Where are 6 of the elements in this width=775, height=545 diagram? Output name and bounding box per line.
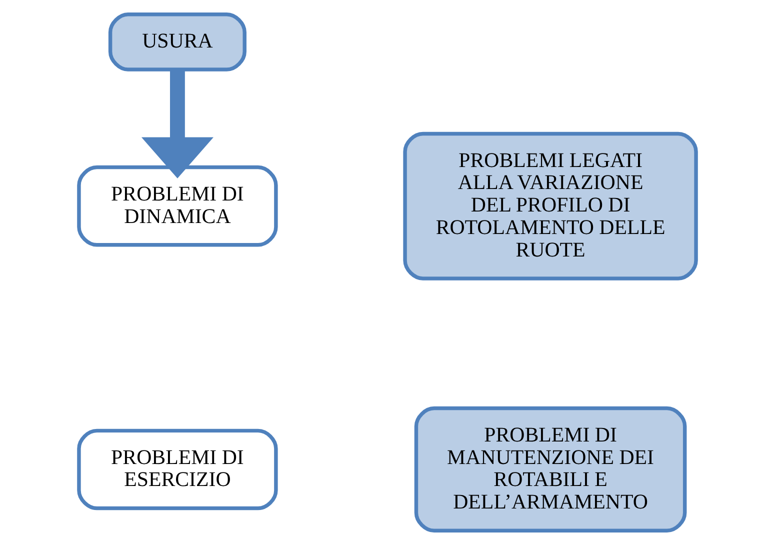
node-box: USURA: [108, 12, 246, 72]
node-box: PROBLEMI DI DINAMICA: [77, 165, 278, 247]
node-box: PROBLEMI LEGATI ALLA VARIAZIONE DEL PROFILO DI ROTOLAMENTO DELLE RUOTE: [403, 132, 698, 280]
arrow: [141, 70, 214, 178]
node-box: PROBLEMI DI ESERCIZIO: [77, 428, 278, 510]
node-box: PROBLEMI DI MANUTENZIONE DEI ROTABILI E DELL’ARMAMENTO: [414, 406, 687, 533]
